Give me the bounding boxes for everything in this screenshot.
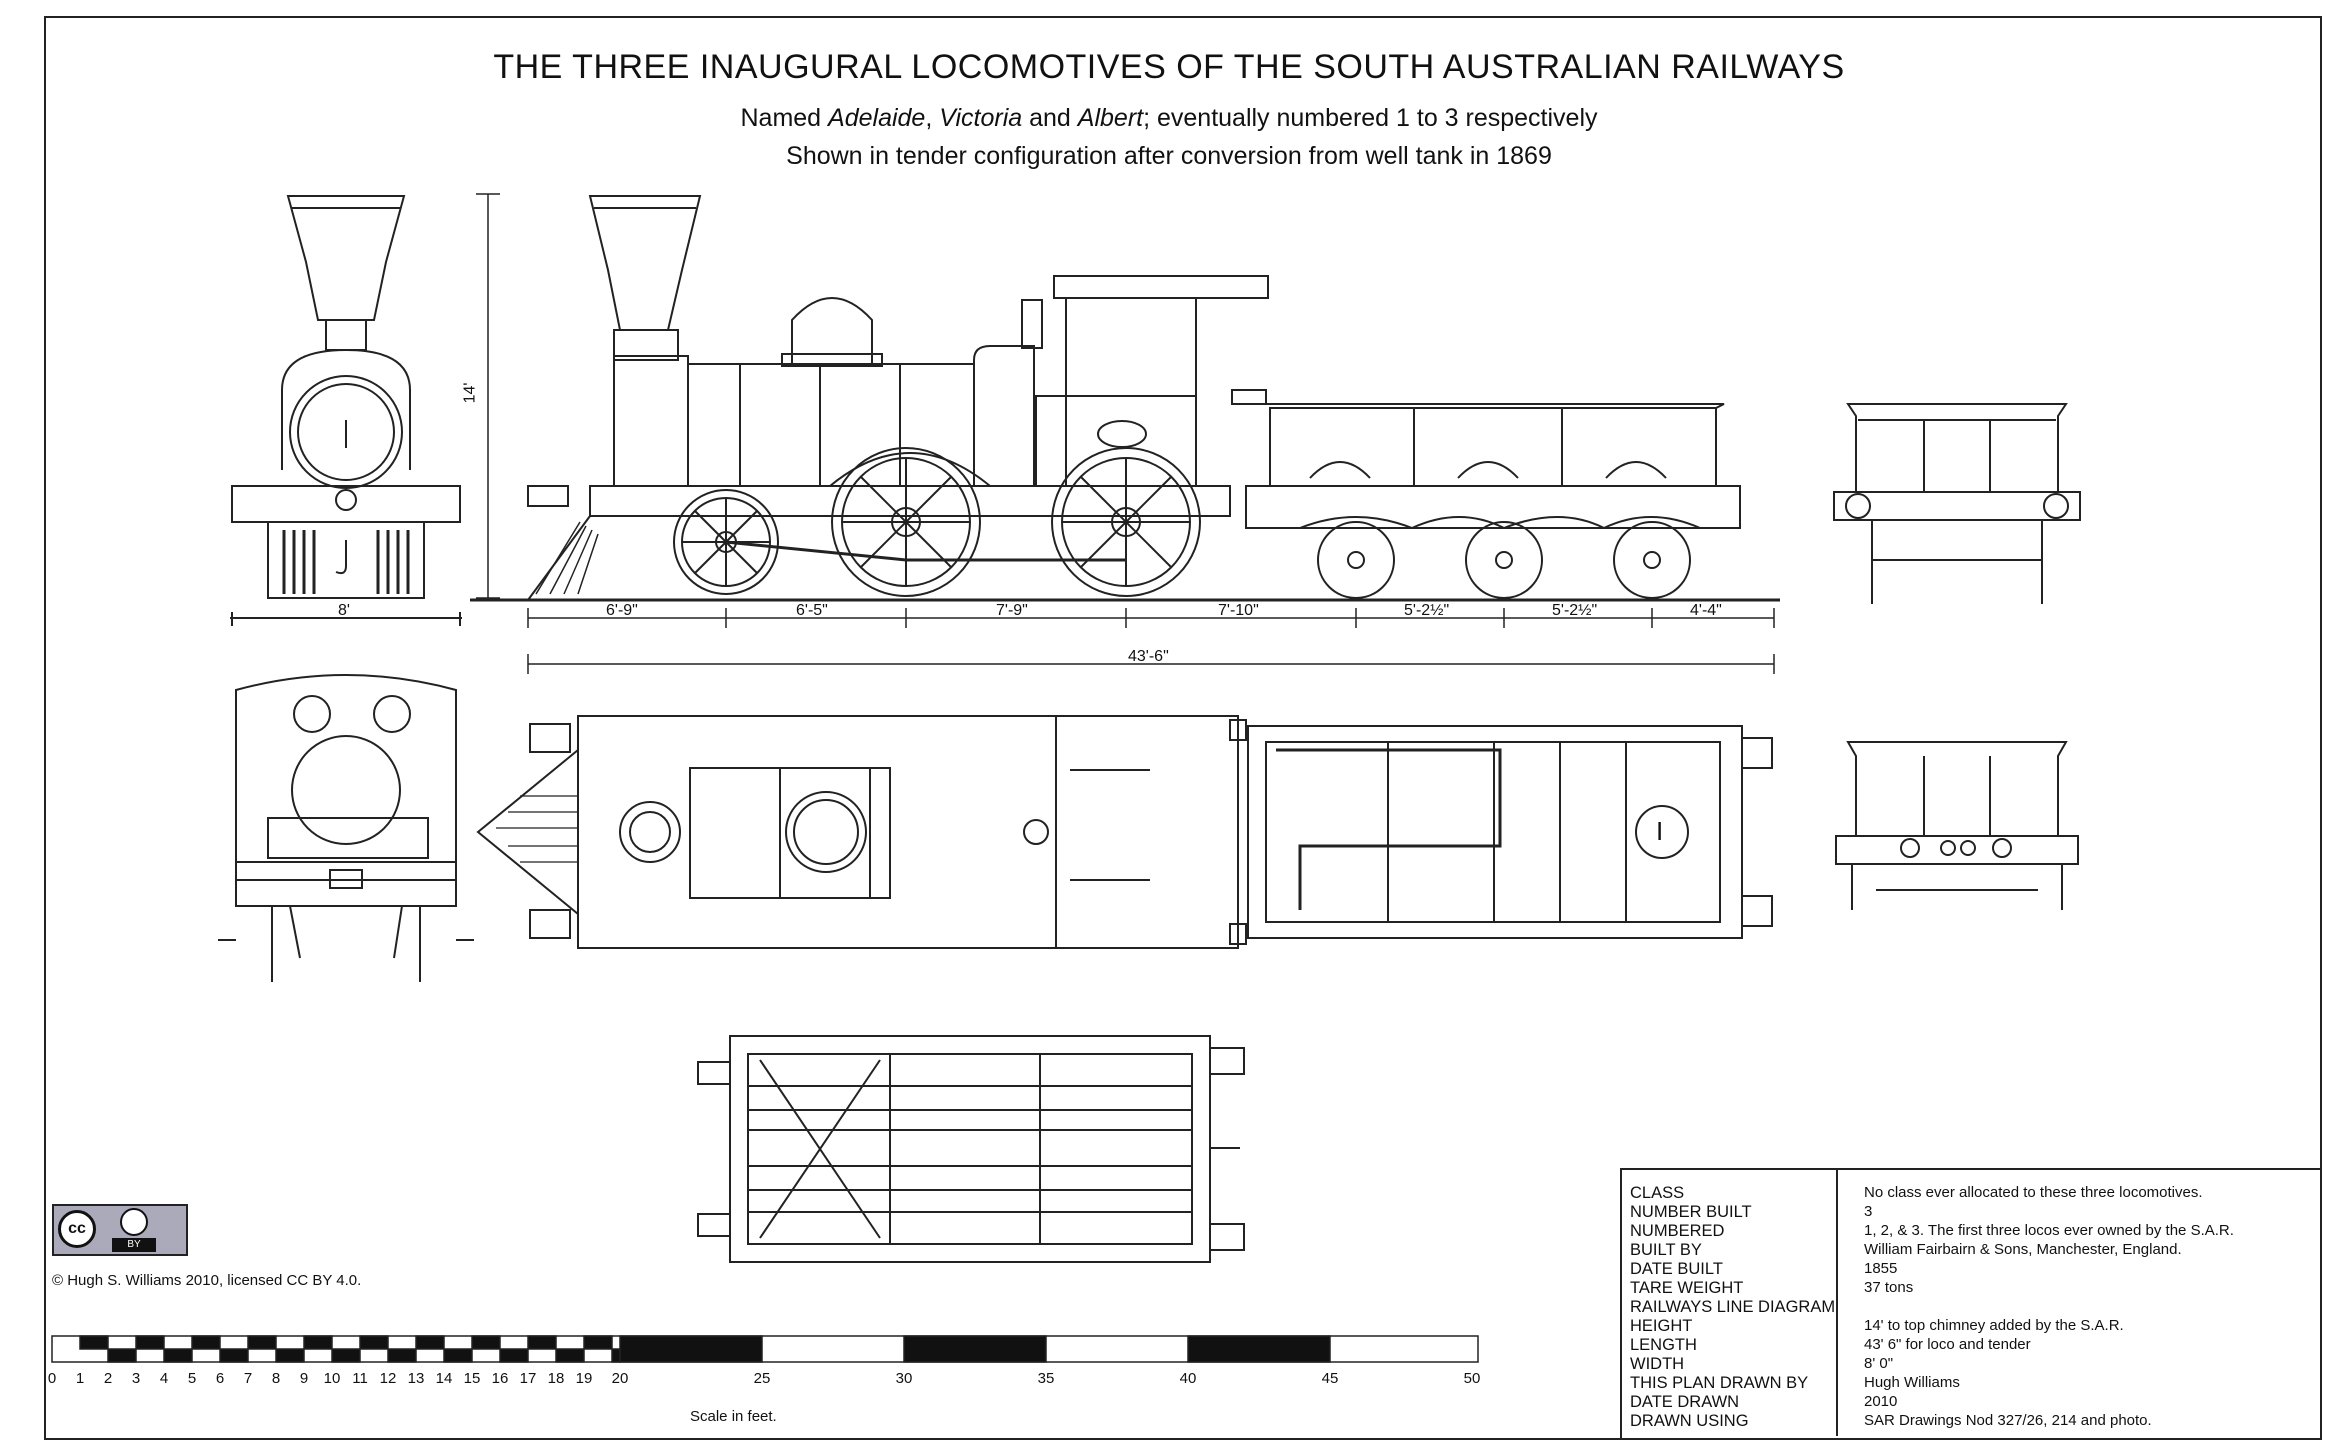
loco-trailing-wheel — [1051, 447, 1201, 597]
copyright-credit: © Hugh S. Williams 2010, licensed CC BY … — [52, 1272, 362, 1289]
scale-label: 40 — [1179, 1370, 1197, 1387]
scale-label: 14 — [435, 1370, 453, 1387]
scale-label: 18 — [547, 1370, 565, 1387]
spec-label: DATE BUILT — [1630, 1260, 1723, 1278]
cc-by-badge: cc BY — [52, 1204, 188, 1256]
scale-label: 10 — [323, 1370, 341, 1387]
spec-label: BUILT BY — [1630, 1241, 1702, 1259]
spec-value: William Fairbairn & Sons, Manchester, En… — [1864, 1241, 2182, 1258]
spec-label: WIDTH — [1630, 1355, 1685, 1373]
drawing-subtitle: Named Adelaide, Victoria and Albert; eve… — [740, 104, 1598, 132]
scale-label: 35 — [1037, 1370, 1055, 1387]
scale-label: 9 — [299, 1370, 309, 1387]
cab-rear-elevation — [218, 674, 474, 982]
scale-label: 5 — [187, 1370, 197, 1387]
spec-value: 8' 0" — [1864, 1355, 1894, 1372]
scale-label: 25 — [753, 1370, 771, 1387]
spec-label: NUMBER BUILT — [1630, 1203, 1752, 1221]
dimension-segment-7: 4'-4" — [1690, 602, 1722, 619]
drawing-frame — [44, 16, 2322, 1440]
scale-label: 16 — [491, 1370, 509, 1387]
length-dimension-lines — [527, 608, 1775, 674]
scale-label: 11 — [352, 1370, 368, 1387]
spec-label: RAILWAYS LINE DIAGRAM — [1630, 1298, 1836, 1316]
scale-label: 1 — [75, 1370, 85, 1387]
scale-label: 0 — [47, 1370, 57, 1387]
scale-label: 12 — [379, 1370, 397, 1387]
scale-label: 15 — [463, 1370, 481, 1387]
scale-label: 7 — [243, 1370, 253, 1387]
spec-value: No class ever allocated to these three l… — [1864, 1184, 2203, 1201]
specifications-divider — [1836, 1168, 1838, 1436]
scale-label: 8 — [271, 1370, 281, 1387]
scale-caption: Scale in feet. — [690, 1408, 777, 1425]
scale-label: 13 — [407, 1370, 425, 1387]
spec-label: HEIGHT — [1630, 1317, 1693, 1335]
front-width-label: 8' — [338, 602, 350, 619]
spec-label: THIS PLAN DRAWN BY — [1630, 1374, 1809, 1392]
scale-label: 4 — [159, 1370, 169, 1387]
tender-number-label: I — [1656, 816, 1664, 846]
dimension-segment-2: 6'-5" — [796, 602, 828, 619]
cc-icon: cc — [58, 1210, 96, 1248]
spec-label: DATE DRAWN — [1630, 1393, 1740, 1411]
spec-value: 1, 2, & 3. The first three locos ever ow… — [1864, 1222, 2234, 1239]
spec-value: 14' to top chimney added by the S.A.R. — [1864, 1317, 2124, 1334]
height-dimension-label: 14' — [461, 382, 479, 404]
spec-value: Hugh Williams — [1864, 1374, 1960, 1391]
spec-label: TARE WEIGHT — [1630, 1279, 1744, 1297]
plan-view — [476, 715, 1773, 949]
scale-bar — [51, 1335, 1479, 1363]
overall-length-label: 43'-6" — [1128, 648, 1169, 665]
dimension-segment-3: 7'-9" — [996, 602, 1028, 619]
scale-label: 50 — [1463, 1370, 1481, 1387]
spec-value: SAR Drawings Nod 327/26, 214 and photo. — [1864, 1412, 2152, 1429]
spec-label: LENGTH — [1630, 1336, 1697, 1354]
scale-label: 17 — [519, 1370, 537, 1387]
specifications-table — [1620, 1168, 2322, 1438]
scale-label: 3 — [131, 1370, 141, 1387]
tender-underframe-plan — [697, 1035, 1245, 1263]
front-elevation-loco — [230, 195, 462, 626]
tender-rear-end — [1835, 741, 2079, 910]
scale-label: 45 — [1321, 1370, 1339, 1387]
dimension-segment-4: 7'-10" — [1218, 602, 1259, 619]
scale-label: 6 — [215, 1370, 225, 1387]
spec-label: CLASS — [1630, 1184, 1685, 1202]
scale-label: 2 — [103, 1370, 113, 1387]
rear-elevation-tender — [1833, 403, 2081, 604]
spec-label: NUMBERED — [1630, 1222, 1725, 1240]
spec-value: 37 tons — [1864, 1279, 1914, 1296]
dimension-segment-5: 5'-2½" — [1404, 602, 1450, 619]
drawing-subtitle-2: Shown in tender configuration after conv… — [786, 142, 1552, 170]
spec-value: 2010 — [1864, 1393, 1898, 1410]
drawing-title: THE THREE INAUGURAL LOCOMOTIVES OF THE S… — [493, 48, 1845, 86]
spec-value: 1855 — [1864, 1260, 1898, 1277]
loco-driving-wheel — [831, 447, 981, 597]
side-elevation — [470, 195, 1780, 602]
by-label: BY — [112, 1238, 156, 1252]
scale-label: 30 — [895, 1370, 913, 1387]
spec-label: DRAWN USING — [1630, 1412, 1749, 1430]
dimension-segment-1: 6'-9" — [606, 602, 638, 619]
spec-value: 43' 6" for loco and tender — [1864, 1336, 2031, 1353]
scale-label: 20 — [611, 1370, 629, 1387]
dimension-segment-6: 5'-2½" — [1552, 602, 1598, 619]
scale-label: 19 — [575, 1370, 593, 1387]
spec-value: 3 — [1864, 1203, 1873, 1220]
height-dimension — [476, 193, 500, 599]
person-icon — [120, 1208, 148, 1236]
